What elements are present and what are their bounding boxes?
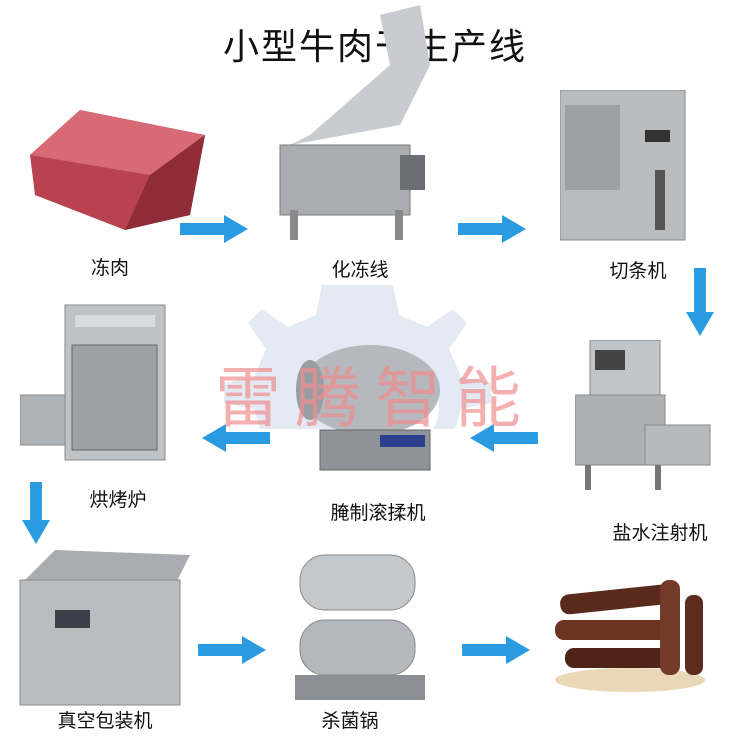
step-label-strip-cutter: 切条机 bbox=[609, 260, 667, 282]
brine-injector-image bbox=[575, 340, 711, 490]
step-label-thawing-line: 化冻线 bbox=[331, 259, 389, 281]
arrow-left-icon bbox=[470, 424, 538, 452]
step-label-vacuum-tumbler: 腌制滚揉机 bbox=[330, 502, 426, 524]
arrow-right-icon bbox=[458, 215, 526, 243]
frozen-meat-image bbox=[30, 110, 205, 230]
step-label-vacuum-packer: 真空包装机 bbox=[57, 710, 153, 732]
vacuum-tumbler-image bbox=[296, 345, 440, 471]
step-label-smokehouse: 烘烤炉 bbox=[89, 489, 147, 511]
thawing-line-image bbox=[279, 5, 430, 240]
arrow-down-icon bbox=[686, 268, 714, 336]
step-label-frozen-meat: 冻肉 bbox=[90, 257, 130, 279]
strip-cutter-image bbox=[560, 90, 686, 241]
beef-jerky-image bbox=[555, 580, 705, 692]
vacuum-packer-image bbox=[19, 550, 190, 706]
arrow-left-icon bbox=[202, 424, 270, 452]
page-title: 小型牛肉干生产线 bbox=[222, 27, 527, 68]
arrow-right-icon bbox=[198, 636, 266, 664]
arrow-right-icon bbox=[180, 215, 248, 243]
step-label-sterilizer: 杀菌锅 bbox=[321, 710, 379, 732]
smokehouse-oven-image bbox=[20, 304, 166, 461]
sterilizer-retort-image bbox=[295, 554, 425, 700]
arrow-down-icon bbox=[22, 482, 50, 544]
arrow-right-icon bbox=[462, 636, 530, 664]
step-label-brine-injector: 盐水注射机 bbox=[612, 522, 708, 544]
